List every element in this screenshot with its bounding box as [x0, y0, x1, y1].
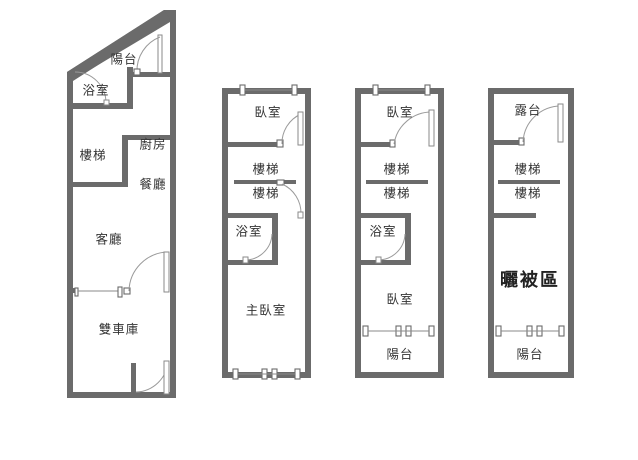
- unit-2-stair-door-swing: [281, 183, 302, 215]
- unit-1-living-door-leaf: [163, 251, 170, 293]
- unit-1-bathroom-door-leaf: [103, 99, 110, 106]
- unit-1-living-door-jamb: [123, 287, 131, 295]
- unit-3-label-bathroom: 浴室: [369, 224, 396, 239]
- unit-3-balcony-win-4: [428, 325, 435, 337]
- unit-1-stair-wall-bottom: [67, 182, 128, 187]
- unit-2-stair-mid-band: [234, 180, 296, 184]
- unit-2-bedroom-door-leaf: [297, 111, 304, 146]
- unit-3-bedroom-door-swing: [393, 111, 433, 145]
- unit-2-label-bathroom: 浴室: [235, 224, 262, 239]
- unit-4-label-stairs-upper: 樓梯: [514, 162, 541, 177]
- unit-1-bathroom-wall-bottom: [67, 103, 133, 109]
- unit-4-terrace-door-leaf: [557, 103, 564, 143]
- unit-1-balcony-door-swing: [136, 36, 161, 73]
- unit-3-balcony-win-1: [362, 325, 369, 337]
- unit-2-window-bot-4: [294, 368, 301, 380]
- unit-2-bathroom-door-swing: [244, 233, 273, 261]
- unit-4-group: 露台 樓梯 樓梯 曬被區 陽台: [488, 88, 574, 378]
- unit-1-label-balcony: 陽台: [110, 52, 137, 67]
- unit-1-stair-wall-right: [122, 135, 128, 187]
- unit-1-label-garage: 雙車庫: [99, 322, 140, 337]
- unit-2-window-bot-1: [232, 368, 239, 380]
- unit-1-balcony-wall: [133, 72, 170, 77]
- unit-3-bedroom-partition: [355, 142, 391, 147]
- unit-1-living-window-2: [117, 286, 123, 298]
- unit-1-garage-door-wall: [131, 363, 136, 398]
- unit-1-label-kitchen: 廚房: [139, 137, 166, 152]
- unit-1-roof-slant: [67, 10, 170, 81]
- unit-4-balcony-win-1: [495, 325, 502, 337]
- unit-3-label-stairs-lower: 樓梯: [383, 186, 410, 201]
- unit-4-label-balcony: 陽台: [516, 347, 543, 362]
- unit-2-stair-door-jamb: [276, 179, 285, 186]
- unit-1-stair-wall-top: [122, 135, 170, 140]
- unit-1-balcony-door-jamb: [133, 68, 141, 76]
- unit-2-group: 臥室 樓梯 樓梯 浴室 主臥室: [222, 84, 311, 380]
- unit-2-window-top-left: [239, 84, 246, 96]
- unit-2-bathroom-wall-right: [272, 213, 278, 265]
- unit-1-living-garage-wall: [67, 288, 75, 293]
- unit-4-stair-mid-band: [498, 180, 560, 184]
- unit-1-label-stairs: 樓梯: [79, 148, 106, 163]
- unit-4-label-stairs-lower: 樓梯: [514, 186, 541, 201]
- unit-1-balcony-door-leaf: [157, 34, 163, 74]
- unit-2-label-stairs-lower: 樓梯: [252, 186, 279, 201]
- unit-3-label-bedroom-top: 臥室: [386, 105, 413, 120]
- unit-3-group: 臥室 樓梯 樓梯 浴室 臥室 陽台: [355, 84, 444, 378]
- unit-4-terrace-door-swing: [522, 105, 562, 143]
- unit-1-living-door-swing: [128, 251, 168, 292]
- unit-3-bedroom-door-jamb: [389, 139, 396, 148]
- unit-4-balcony-win-4: [558, 325, 565, 337]
- unit-3-bathroom-wall-bottom: [355, 260, 411, 265]
- unit-3-bathroom-door-leaf: [375, 256, 382, 264]
- unit-1-label-bathroom: 浴室: [82, 83, 109, 98]
- unit-4-label-terrace: 露台: [514, 103, 541, 118]
- unit-3-label-balcony: 陽台: [386, 347, 413, 362]
- unit-1-label-dining: 餐廳: [139, 177, 166, 192]
- unit-3-stair-partition: [355, 213, 411, 218]
- unit-4-stair-partition: [488, 213, 536, 218]
- unit-3-label-stairs-upper: 樓梯: [383, 162, 410, 177]
- unit-2-stair-partition: [222, 213, 278, 218]
- unit-1-group: 陽台 浴室 樓梯 廚房 餐廳 客廳 雙車庫: [67, 10, 176, 398]
- unit-3-window-top-left: [372, 84, 379, 96]
- unit-2-bathroom-door-leaf: [242, 256, 249, 264]
- unit-3-label-bedroom-low: 臥室: [386, 292, 413, 307]
- unit-1-living-window: [74, 287, 79, 297]
- unit-3-bathroom-door-swing: [377, 233, 406, 261]
- unit-4-terrace-partition: [488, 140, 520, 145]
- unit-1-bathroom-door-swing: [74, 71, 107, 104]
- unit-2-bedroom-door-jamb: [276, 139, 284, 148]
- unit-2-label-stairs-upper: 樓梯: [252, 162, 279, 177]
- unit-2-label-master: 主臥室: [246, 303, 287, 318]
- unit-1-bathroom-wall-right: [127, 67, 133, 109]
- unit-3-stair-mid-band: [366, 180, 428, 184]
- unit-4-terrace-door-jamb: [518, 137, 525, 146]
- unit-2-stair-door-leaf: [297, 211, 304, 219]
- unit-2-bathroom-wall-bottom: [222, 260, 278, 265]
- unit-3-bathroom-wall-right: [405, 213, 411, 265]
- unit-3-bedroom-door-leaf: [428, 109, 435, 147]
- unit-4-label-drying-area: 曬被區: [500, 269, 560, 291]
- unit-1-garage-door-leaf: [163, 360, 170, 395]
- unit-2-bedroom-partition: [222, 142, 278, 147]
- unit-2-window-top-right: [291, 84, 298, 96]
- unit-2-label-bedroom: 臥室: [254, 105, 281, 120]
- unit-1-garage-door-swing: [135, 360, 169, 393]
- unit-3-window-top-right: [424, 84, 431, 96]
- unit-1-label-living: 客廳: [95, 232, 122, 247]
